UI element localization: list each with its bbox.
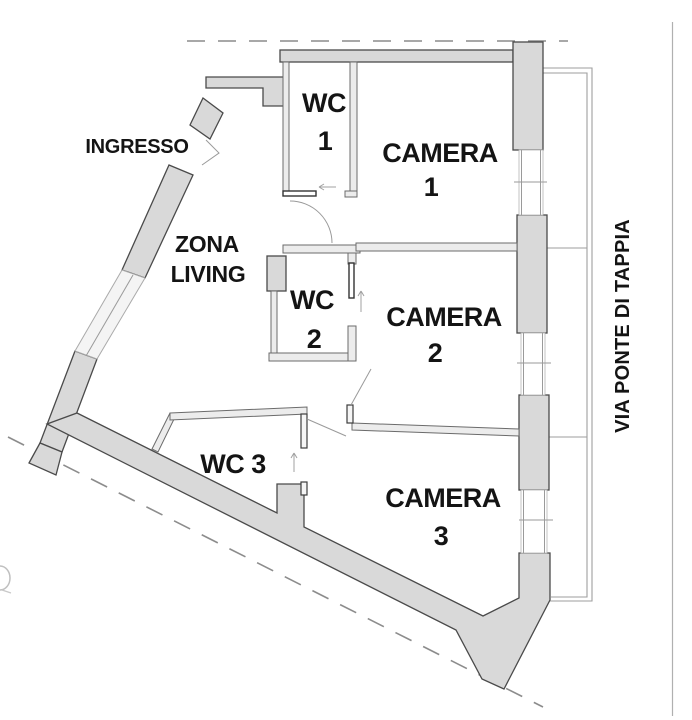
camera2-bottom-wall [351, 422, 520, 437]
right-pillar-c [518, 394, 550, 491]
wc1-door-swing-arc [289, 200, 333, 244]
wc2-sliding-door [348, 262, 355, 299]
window-left-centerline [85, 274, 134, 357]
wc2-left-wall [270, 290, 278, 354]
wc2-top-wall [282, 244, 361, 254]
balcony-outline [543, 67, 593, 602]
left-wall-corner-foot [28, 442, 63, 476]
entrance-door-swing [201, 139, 220, 166]
window-right-2 [520, 332, 546, 396]
room-label-wc1-number: 1 [318, 126, 333, 156]
room-label-zona: ZONA [175, 231, 239, 257]
room-label-wc3: WC 3 [200, 449, 266, 479]
arrow-left-icon [318, 183, 336, 191]
room-labels: INGRESSO ZONA LIVING WC 1 CAMERA 1 WC 2 … [85, 88, 634, 551]
wc1-sliding-door [282, 190, 317, 197]
room-label-living: LIVING [171, 261, 246, 287]
window-right-3 [520, 489, 548, 554]
room-label-camera3: CAMERA [385, 483, 501, 513]
room-label-camera3-number: 3 [434, 521, 449, 551]
wc2-left-pillar [266, 255, 287, 292]
scan-artifact-mark [0, 565, 12, 594]
room-label-camera2-number: 2 [428, 338, 443, 368]
entrance-top-wall [205, 76, 286, 107]
door-arrows [290, 183, 365, 472]
arrow-up-icon [357, 290, 365, 312]
wc2-bottom-wall [268, 352, 353, 362]
wc1-right-wall-foot [344, 190, 358, 198]
room-label-wc2-number: 2 [307, 324, 322, 354]
street-label: VIA PONTE DI TAPPIA [612, 219, 634, 433]
camera2-door-leaf [350, 368, 372, 406]
right-pillar-b [516, 214, 548, 334]
camera1-camera2-divider-wall [355, 242, 518, 252]
bottom-wall-band [45, 412, 551, 690]
camera2-door-jamb [346, 404, 354, 424]
room-label-wc2: WC [290, 285, 334, 315]
outer-walls [28, 41, 551, 690]
room-label-ingresso: INGRESSO [85, 136, 188, 158]
room-label-camera2: CAMERA [386, 302, 502, 332]
interior-walls [151, 61, 520, 496]
passage-door-leaf [306, 418, 347, 437]
arrow-up-icon [290, 452, 298, 472]
wc2-right-wall-lower [347, 325, 357, 362]
room-label-camera1-number: 1 [424, 172, 439, 202]
room-label-wc1: WC [302, 88, 346, 118]
room-label-camera1: CAMERA [382, 138, 498, 168]
wc1-right-wall [349, 61, 358, 192]
wc1-left-wall [282, 61, 290, 192]
windows [74, 149, 553, 554]
wc3-door-jamb-upper [300, 413, 308, 449]
entrance-door-leaf [189, 97, 224, 140]
wc3-door-jamb-lower [300, 481, 308, 496]
boundary-dashed-bottom [7, 436, 544, 708]
doors [201, 139, 372, 437]
wc3-top-wall [169, 406, 308, 421]
top-wall [279, 49, 514, 63]
right-pillar-a [512, 41, 544, 151]
